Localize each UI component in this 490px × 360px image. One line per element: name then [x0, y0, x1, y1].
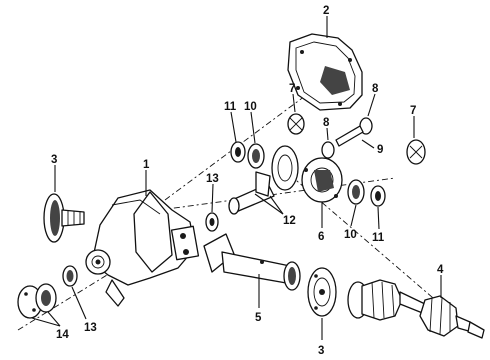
side-and-pinion-gears: [287, 113, 426, 165]
ring-and-pinion-gear: [228, 145, 299, 215]
callout-1: 1: [143, 159, 150, 171]
callout-4: 4: [437, 264, 444, 276]
callout-7-right: 7: [410, 105, 416, 117]
callout-14: 14: [56, 329, 69, 341]
wheel-flange-bearing: [17, 283, 57, 319]
callout-6: 6: [318, 231, 324, 243]
callout-8-upper: 8: [372, 83, 379, 95]
callout-13-upper: 13: [206, 173, 219, 185]
leader-lines: [31, 16, 442, 340]
differential-case: [301, 157, 343, 203]
callout-11-upper: 11: [224, 101, 237, 113]
carrier-housing: [85, 189, 200, 307]
differential-cover: [287, 33, 363, 111]
callout-5: 5: [255, 312, 262, 324]
companion-flange: [307, 267, 337, 317]
callout-3-left: 3: [51, 154, 57, 166]
callout-11-lower: 11: [372, 232, 385, 244]
callout-9: 9: [377, 144, 383, 156]
axle-shaft-left: [43, 193, 85, 243]
callout-13-lower: 13: [84, 322, 97, 334]
axle-tube: [203, 233, 301, 291]
callout-2: 2: [323, 5, 329, 17]
pinion-shaft: [335, 125, 364, 147]
callout-8-lower: 8: [323, 117, 330, 129]
bearings: [62, 141, 386, 287]
callout-3-bottom: 3: [318, 345, 324, 357]
callout-7-center: 7: [289, 83, 295, 95]
callout-12: 12: [283, 215, 296, 227]
callout-10-upper: 10: [244, 101, 257, 113]
callout-10-lower: 10: [344, 229, 357, 241]
callout-labels: 1 2 3 3 4 5 6 7 7 8 8 9 10 10 11 11 12 1…: [51, 5, 444, 357]
cv-axle-shaft: [347, 279, 485, 339]
